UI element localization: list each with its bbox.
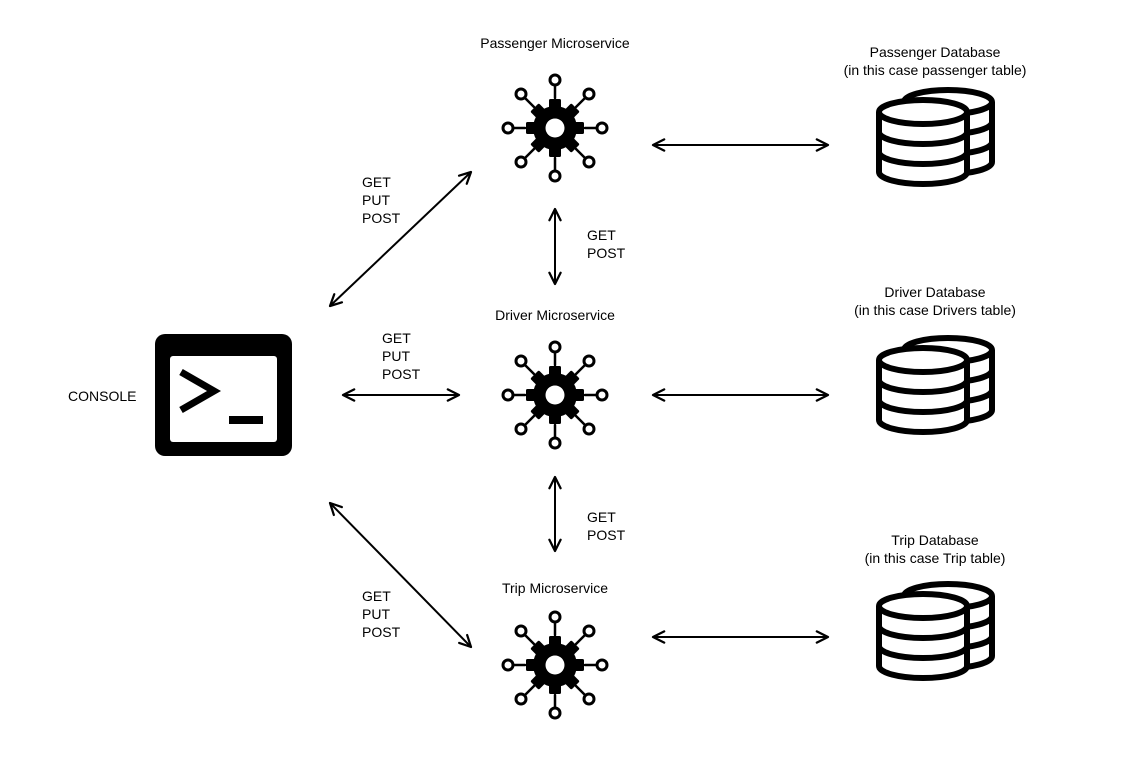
driver-microservice-title: Driver Microservice [495,307,615,323]
methods-driver-trip: GET POST [587,508,625,544]
method-label: POST [587,245,626,261]
driver-microservice-gear-icon [501,340,609,450]
passenger-database-title: Passenger Database (in this case passeng… [815,43,1055,79]
passenger-microservice-gear-icon [501,73,609,183]
methods-passenger-driver: GET POST [587,226,625,262]
trip-database-title: Trip Database (in this case Trip table) [815,531,1055,567]
trip-database-name: Trip Database [891,532,979,548]
passenger-database-name: Passenger Database [869,44,1001,60]
driver-database-name: Driver Database [884,284,986,300]
method-label: POST [587,527,626,543]
method-label: POST [362,210,401,226]
method-label: POST [362,624,401,640]
method-label: POST [382,366,421,382]
driver-database-subtitle: (in this case Drivers table) [854,302,1016,318]
arrow-console-trip [328,501,473,649]
method-label: GET [587,509,616,525]
console-label: CONSOLE [68,388,137,404]
methods-console-driver: GET PUT POST [382,329,420,383]
method-label: PUT [362,606,390,622]
method-label: PUT [382,348,410,364]
methods-console-trip: GET PUT POST [362,587,400,641]
methods-console-passenger: GET PUT POST [362,173,400,227]
driver-database-icon [879,338,992,432]
arrow-console-passenger [328,170,473,308]
method-label: GET [587,227,616,243]
trip-database-icon [879,584,992,678]
method-label: GET [362,588,391,604]
passenger-database-subtitle: (in this case passenger table) [843,62,1027,78]
method-label: PUT [362,192,390,208]
passenger-microservice-title: Passenger Microservice [480,35,630,51]
driver-database-title: Driver Database (in this case Drivers ta… [815,283,1055,319]
method-label: GET [382,330,411,346]
trip-microservice-gear-icon [501,610,609,720]
trip-microservice-title: Trip Microservice [501,580,609,596]
passenger-database-icon [879,90,992,184]
method-label: GET [362,174,391,190]
terminal-icon [155,334,292,456]
trip-database-subtitle: (in this case Trip table) [864,550,1006,566]
